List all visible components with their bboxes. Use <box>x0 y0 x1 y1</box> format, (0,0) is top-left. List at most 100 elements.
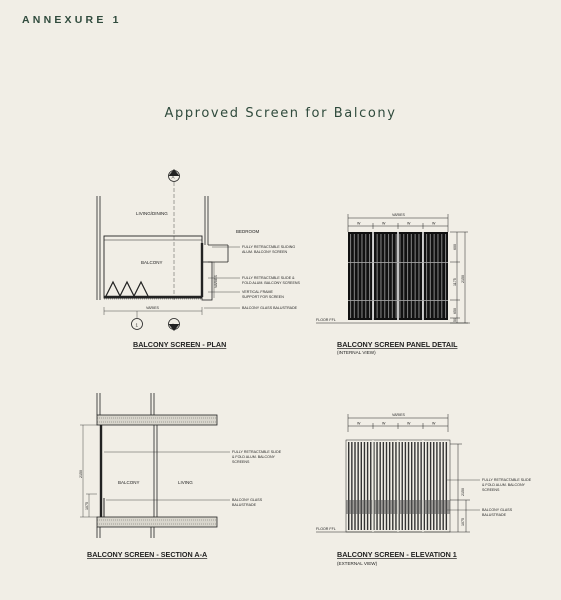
section-room-living: LIVING <box>178 480 193 485</box>
plan-note-frame-2: SUPPORT FOR SCREEN <box>242 295 284 299</box>
room-living-dining: LIVING/DINING <box>136 211 168 216</box>
section-drawing <box>80 393 230 538</box>
elevation-slat <box>366 442 369 530</box>
section-note-balustrade: BALCONY GLASS <box>232 498 263 502</box>
panel-divider <box>397 232 399 320</box>
elevation-slat <box>348 442 350 530</box>
elevation-slat <box>395 442 397 530</box>
elevation-slat <box>401 442 403 530</box>
elevation-sub-dim-1: W <box>357 422 361 426</box>
plan-caption: BALCONY SCREEN - PLAN <box>133 340 226 349</box>
panel-slat <box>403 234 405 318</box>
panel-sub-dim-2: W <box>382 222 386 226</box>
panel-rail <box>348 262 448 263</box>
panel-right-dim-3: 2150 <box>461 275 465 283</box>
panel-slat <box>433 234 435 318</box>
room-bedroom: BEDROOM <box>236 229 260 234</box>
section-caption: BALCONY SCREEN - SECTION A-A <box>87 550 207 559</box>
elevation-slat <box>373 442 375 530</box>
elevation-slat <box>360 442 362 530</box>
section-note-fold: FULLY RETRACTABLE SLIDE <box>232 450 282 454</box>
panel-slat <box>418 234 420 318</box>
elevation-screen <box>346 440 450 532</box>
panel-screen <box>348 232 448 320</box>
elevation-dim-varies: VARIES <box>392 413 406 417</box>
elevation-sub-dim-2: W <box>382 422 386 426</box>
panel-slat <box>365 234 367 318</box>
panel-slat <box>361 234 363 318</box>
elevation-slat <box>382 442 385 530</box>
plan-note-frame: VERTICAL FRAME <box>242 290 274 294</box>
panel-subcaption: (INTERNAL VIEW) <box>337 350 376 355</box>
plan-note-sliding-2: ALUM. BALCONY SCREEN <box>242 250 287 254</box>
plan-dim-side: VARIES <box>214 274 218 288</box>
section-room-balcony: BALCONY <box>118 480 140 485</box>
elevation-slat <box>442 442 444 530</box>
section-note-fold-2: & FOLD ALUM. BALCONY <box>232 455 276 459</box>
panel-caption: BALCONY SCREEN PANEL DETAIL <box>337 340 458 349</box>
panel-right-dim-4: 650 <box>453 308 457 314</box>
panel-slat <box>388 234 390 318</box>
panel-slat <box>414 234 416 318</box>
grid-marker-label: 1 <box>136 323 139 328</box>
elevation-right-dim-2: 1075 <box>461 518 465 526</box>
panel-slat <box>376 234 378 318</box>
panel-dim-varies: VARIES <box>392 213 406 217</box>
elevation-slat <box>385 442 388 530</box>
panel-sub-dim-4: W <box>432 222 436 226</box>
elevation-slat <box>388 442 391 530</box>
elevation-slat <box>379 442 381 530</box>
panel-slat <box>429 234 431 318</box>
panel-slat <box>353 234 355 318</box>
annexure-label: ANNEXURE 1 <box>22 14 122 26</box>
elevation-slat <box>417 442 419 530</box>
section-marker-top-label: A <box>172 175 175 180</box>
elevation-slat <box>351 442 353 530</box>
elevation-slat <box>426 442 429 530</box>
section-note-fold-3: SCREENS <box>232 460 250 464</box>
elevation-note-balustrade: BALCONY GLASS <box>482 508 513 512</box>
elevation-caption: BALCONY SCREEN - ELEVATION 1 <box>337 550 457 559</box>
panel-rail <box>348 300 448 301</box>
elevation-slat <box>414 442 416 530</box>
panel-right-dim-2: 1175 <box>453 278 457 286</box>
elevation-slat <box>404 442 407 530</box>
elevation-slat <box>363 442 366 530</box>
elevation-slat <box>376 442 378 530</box>
elevation-divider <box>397 440 399 532</box>
panel-slat <box>395 234 397 318</box>
plan-note-fold: FULLY RETRACTABLE SLIDE & <box>242 276 295 280</box>
elevation-divider <box>372 440 374 532</box>
panel-slat <box>441 234 443 318</box>
room-balcony: BALCONY <box>141 260 163 265</box>
panel-slat <box>426 234 428 318</box>
elevation-slat <box>398 442 400 530</box>
panel-slat <box>399 234 401 318</box>
page-title: Approved Screen for Balcony <box>164 106 397 121</box>
panel-slat <box>445 234 447 318</box>
elevation-slat <box>392 442 394 530</box>
elevation-ffl: FLOOR FFL <box>316 527 336 531</box>
elevation-slat <box>436 442 438 530</box>
elevation-divider <box>422 440 424 532</box>
elevation-note-fold-3: SCREENS <box>482 488 500 492</box>
elevation-note-fold-2: & FOLD ALUM. BALCONY <box>482 483 526 487</box>
panel-right-dim-5: 50 <box>453 318 457 322</box>
elevation-slat <box>411 442 413 530</box>
section-dim-height: 2150 <box>79 470 83 478</box>
elevation-slat <box>433 442 435 530</box>
panel-slat <box>384 234 386 318</box>
elevation-slat <box>439 442 441 530</box>
section-note-balustrade-2: BALUSTRADE <box>232 503 257 507</box>
panel-slat <box>380 234 382 318</box>
section-marker-bottom-label: A <box>172 323 175 328</box>
panel-sub-dim-1: W <box>357 222 361 226</box>
panel-divider <box>372 232 374 320</box>
elevation-sub-dim-4: W <box>432 422 436 426</box>
elevation-slat <box>420 442 422 530</box>
panel-ffl: FLOOR FFL <box>316 318 336 322</box>
panel-slat <box>357 234 359 318</box>
plan-note-fold-2: FOLD ALUM. BALCONY SCREENS <box>242 281 300 285</box>
elevation-subcaption: (EXTERNAL VIEW) <box>337 561 378 566</box>
